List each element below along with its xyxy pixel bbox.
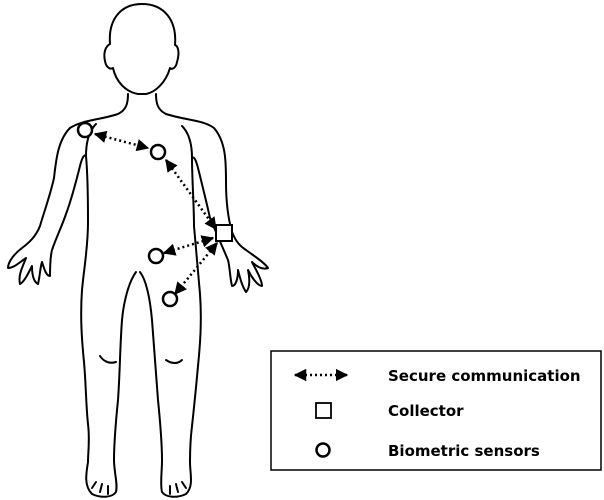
head (104, 4, 178, 94)
link-collector-hip (164, 238, 213, 253)
sensor-right-shoulder (78, 123, 92, 137)
left-knee (166, 360, 182, 363)
square-icon (316, 403, 331, 418)
legend: Secure communication Collector Biometric… (271, 351, 601, 470)
legend-label-collector: Collector (388, 402, 464, 420)
left-toes (170, 482, 186, 494)
legend-label-biometric-sensors: Biometric sensors (388, 442, 540, 460)
sensor-thigh (163, 292, 177, 306)
body-outline (8, 4, 268, 497)
collector-wrist (216, 225, 232, 241)
link-shoulder-chest (95, 134, 148, 148)
left-arm-inner (182, 126, 192, 158)
link-chest-collector (166, 160, 216, 229)
body-left-contour (8, 94, 136, 497)
sensor-hip (149, 249, 163, 263)
sensor-chest (151, 145, 165, 159)
circle-icon (317, 444, 330, 457)
right-knee (100, 356, 116, 363)
right-toes (92, 482, 108, 494)
legend-label-secure-communication: Secure communication (388, 367, 581, 385)
